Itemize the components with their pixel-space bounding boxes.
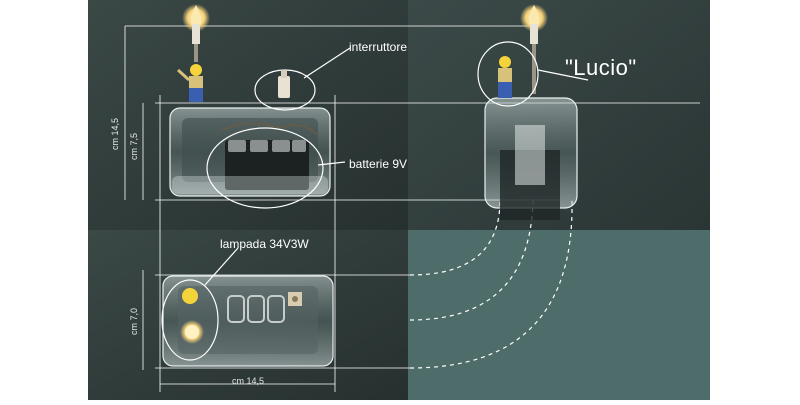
dimension-width: cm 14,5 (232, 376, 265, 386)
toy-figure-icon (176, 64, 203, 102)
label-lamp: lampada 34V3W (220, 237, 309, 251)
dimension-inner-height: cm 7,5 (129, 132, 139, 160)
candle-bulb-right-icon (520, 4, 548, 94)
label-batteries: batterie 9V (349, 157, 408, 171)
annotation-circles-top (206, 47, 351, 209)
annotation-circle-lamp (161, 247, 239, 361)
annotation-circle-lucio (477, 41, 589, 107)
candle-bulb-icon (182, 4, 210, 62)
dimension-base-height: cm 7,0 (129, 307, 139, 335)
glass-box-front (169, 107, 331, 197)
teal-panel (408, 230, 710, 400)
glass-box-top-view (162, 275, 334, 367)
glass-box-side (484, 97, 578, 220)
toy-figure-right-icon (498, 56, 512, 98)
label-lucio: "Lucio" (565, 55, 637, 80)
label-switch: interruttore (349, 40, 408, 54)
guide-lines (124, 25, 700, 392)
switch-knob (278, 70, 290, 98)
dimension-outer-height: cm 14,5 (110, 117, 120, 150)
dashed-projection-lines (409, 199, 573, 369)
